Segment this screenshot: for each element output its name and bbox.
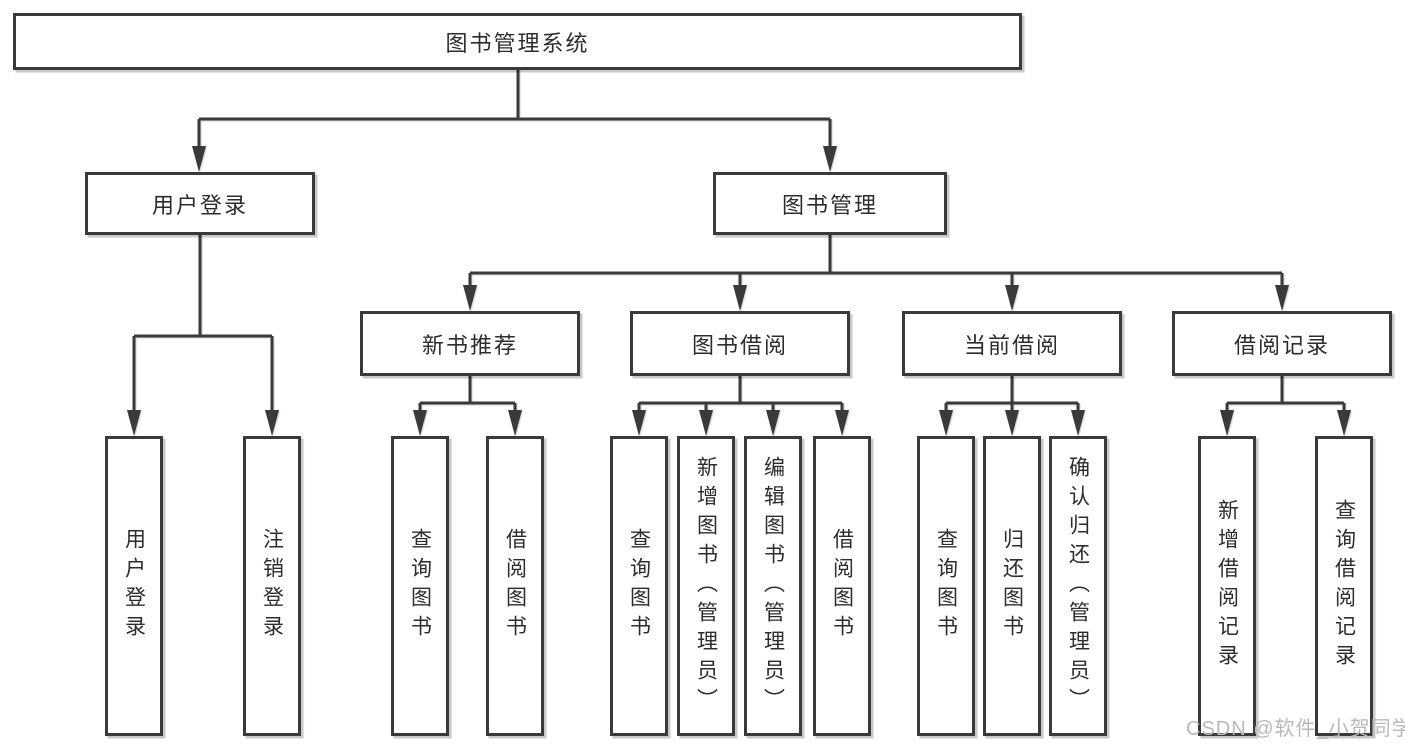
leaf-query-books-borrowing: 查询图书	[610, 436, 668, 736]
node-new-book-recommendation: 新书推荐	[360, 311, 580, 376]
leaf-borrow-books-recommend: 借阅图书	[486, 436, 544, 736]
tree-connector-lines	[132, 70, 1346, 412]
leaf-edit-books-admin: 编辑图书（管理员）	[744, 436, 802, 736]
leaf-add-borrow-record: 新增借阅记录	[1198, 436, 1256, 736]
leaf-return-books: 归还图书	[983, 436, 1041, 736]
leaf-logout: 注销登录	[243, 436, 301, 736]
leaf-query-books-current: 查询图书	[917, 436, 975, 736]
node-book-borrowing: 图书借阅	[630, 311, 850, 376]
leaf-user-login: 用户登录	[105, 436, 163, 736]
node-library-management-system: 图书管理系统	[13, 13, 1022, 70]
tree-arrowheads	[127, 146, 1351, 436]
leaf-query-books-recommend: 查询图书	[391, 436, 449, 736]
node-book-management: 图书管理	[713, 172, 947, 235]
leaf-borrow-books-borrowing: 借阅图书	[813, 436, 871, 736]
node-borrowing-records: 借阅记录	[1172, 311, 1392, 376]
leaf-query-borrow-record: 查询借阅记录	[1315, 436, 1373, 736]
leaf-add-books-admin: 新增图书（管理员）	[677, 436, 735, 736]
leaf-confirm-return-admin: 确认归还（管理员）	[1049, 436, 1107, 736]
csdn-watermark: CSDN @软件_小贺同学	[1186, 718, 1405, 740]
node-user-login: 用户登录	[85, 172, 315, 235]
node-current-borrowing: 当前借阅	[902, 311, 1122, 376]
